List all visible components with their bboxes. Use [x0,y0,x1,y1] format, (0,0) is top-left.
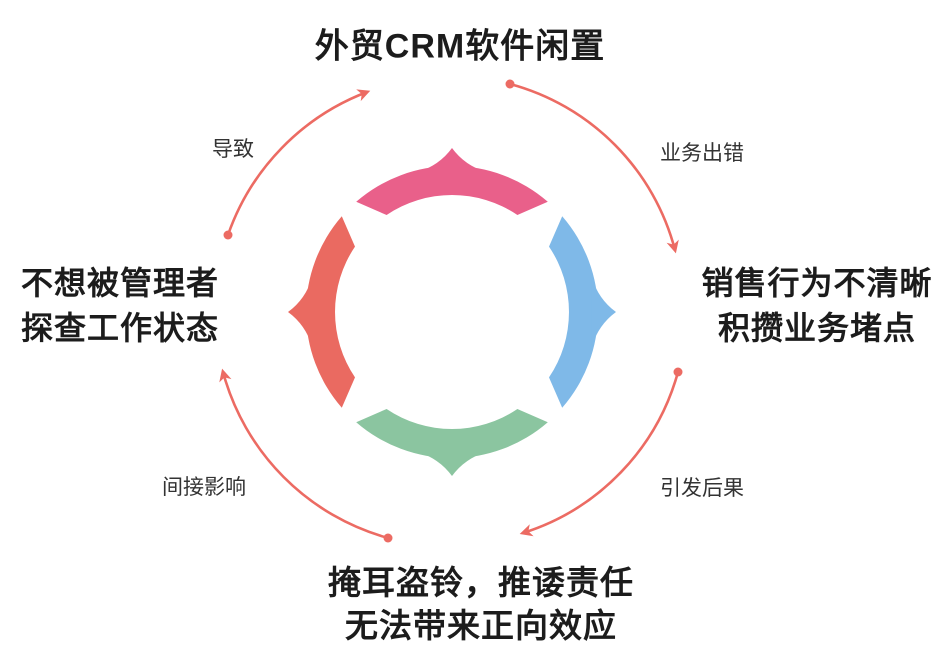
node-label-bottom: 掩耳盗铃，推诿责任 无法带来正向效应 [328,561,634,647]
node-label-left: 不想被管理者 探查工作状态 [21,261,219,351]
ring-segment-top-point-icon [417,148,487,173]
ring-segment-right-point-icon [591,277,616,347]
flow-arrow-top-to-right-dot [505,79,515,89]
node-label-right-line1: 销售行为不清晰 [701,265,933,301]
ring [288,148,616,476]
ring-segment-bottom [356,409,548,459]
node-label-top-line1: 外贸CRM软件闲置 [314,27,606,66]
flow-arrow-right-to-bottom-dot [673,367,683,377]
ring-segment-bottom-point-icon [417,451,487,476]
ring-segment-left-point-icon [288,277,313,347]
ring-segment-left [305,216,355,408]
node-label-left-line1: 不想被管理者 [20,265,220,301]
ring-segment-top [356,165,548,215]
node-label-left-line2: 探查工作状态 [20,310,220,346]
flow-arrow-bottom-to-left-dot [383,533,393,543]
flow-arrow-bottom-to-left [219,368,389,540]
flow-label-bottom-to-left: 间接影响 [162,476,246,499]
ring-segment-right [549,216,599,408]
node-label-bottom-line2: 无法带来正向效应 [345,607,617,644]
node-label-right-line2: 积攒业务堵点 [717,310,917,346]
flow-arrow-left-to-top-dot [223,230,233,240]
flow-arrow-right-to-bottom [519,371,680,537]
node-label-bottom-line1: 掩耳盗铃，推诿责任 [328,564,634,601]
flow-arrow-top-to-right [509,82,679,254]
flow-label-left-to-top: 导致 [212,138,254,161]
node-label-right: 销售行为不清晰 积攒业务堵点 [701,261,932,351]
flow-label-right-to-bottom: 引发后果 [660,477,744,500]
flow-label-top-to-right: 业务出错 [660,142,744,165]
node-label-top: 外贸CRM软件闲置 [315,19,605,68]
flow-arrows [219,79,683,543]
flow-arrow-left-to-top [226,89,371,236]
